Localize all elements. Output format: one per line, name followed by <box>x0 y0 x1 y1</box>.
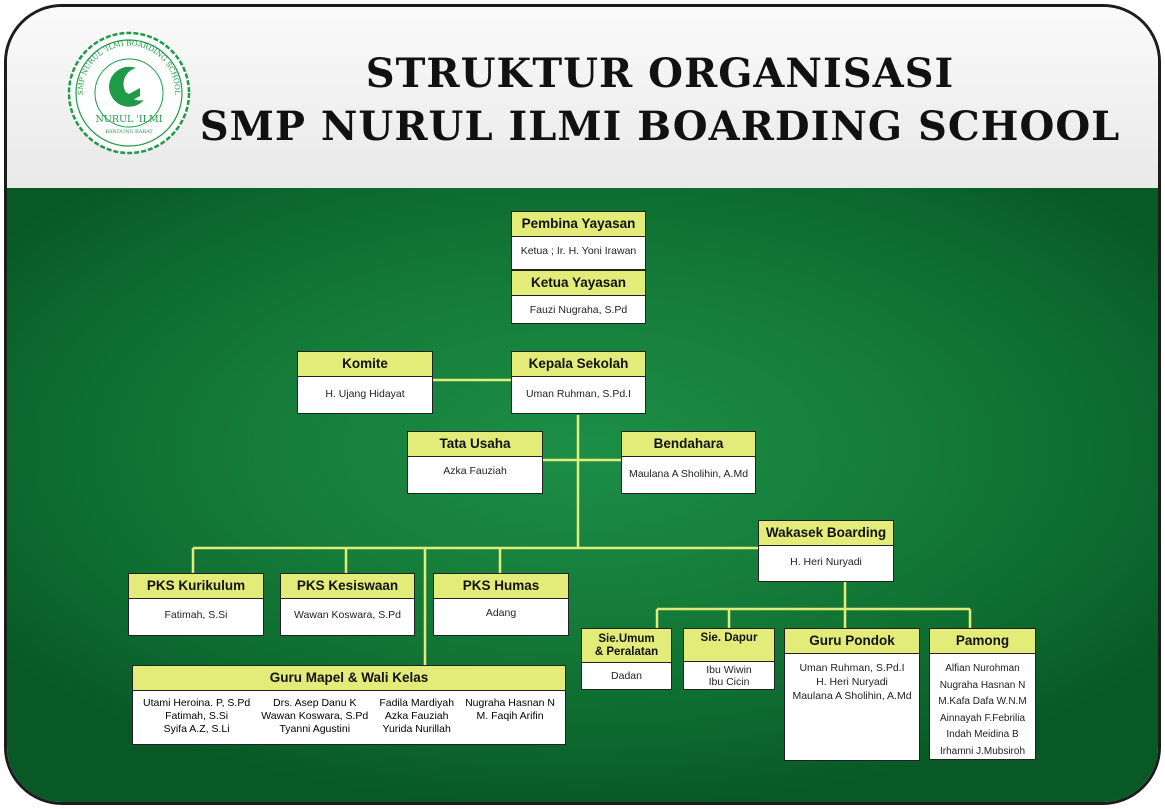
person-name: Azka Fauziah <box>384 710 449 722</box>
teacher-column: Fadila Mardiyah Azka Fauziah Yurida Nuri… <box>379 697 454 736</box>
box-title: Sie. Dapur <box>684 629 774 662</box>
person-name: Tyanni Agustini <box>279 723 351 735</box>
box-bendahara: Bendahara Maulana A Sholihin, A.Md <box>621 431 756 494</box>
person-name: Uman Ruhman, S.Pd.I <box>799 662 905 674</box>
crescent-icon <box>109 66 144 107</box>
box-title: Ketua Yayasan <box>512 271 645 296</box>
person-name: Wawan Koswara, S.Pd <box>294 609 401 621</box>
person-name: M.Kafa Dafa W.N.M <box>938 696 1027 707</box>
person-name: Fauzi Nugraha, S.Pd <box>529 304 628 316</box>
person-name: M. Faqih Arifin <box>476 710 544 722</box>
person-name: H. Heri Nuryadi <box>816 676 888 688</box>
teacher-column: Utami Heroina. P, S.Pd Fatimah, S.Si Syi… <box>143 697 250 736</box>
box-title: PKS Kesiswaan <box>281 574 414 599</box>
person-name: Maulana A Sholihin, A.Md <box>628 468 749 480</box>
box-pamong: Pamong Alfian Nurohman Nugraha Hasnan N … <box>929 628 1036 760</box>
book-icon <box>118 88 140 102</box>
box-ketua-yayasan: Ketua Yayasan Fauzi Nugraha, S.Pd <box>511 270 646 324</box>
person-name: Wawan Koswara, S.Pd <box>261 710 369 722</box>
logo-place: BANDUNG BARAT <box>105 129 153 135</box>
page-subtitle: SMP NURUL ILMI BOARDING SCHOOL <box>199 103 1121 150</box>
box-title: Guru Mapel & Wali Kelas <box>133 666 565 691</box>
box-title: Kepala Sekolah <box>512 352 645 377</box>
box-pembina-yayasan: Pembina Yayasan Ketua ; Ir. H. Yoni Iraw… <box>511 211 646 270</box>
person-name: H. Ujang Hidayat <box>325 388 405 400</box>
box-guru-pondok: Guru Pondok Uman Ruhman, S.Pd.I H. Heri … <box>784 628 920 761</box>
person-name: Utami Heroina. P, S.Pd <box>143 697 251 709</box>
box-title: Bendahara <box>622 432 755 457</box>
box-wakasek-boarding: Wakasek Boarding H. Heri Nuryadi <box>758 520 894 582</box>
header-band <box>7 7 1158 188</box>
guru-mapel-columns: Utami Heroina. P, S.Pd Fatimah, S.Si Syi… <box>133 691 565 736</box>
box-title: Guru Pondok <box>785 629 919 654</box>
box-pks-humas: PKS Humas Adang <box>433 573 569 636</box>
person-name: Ainnayah F.Febrilia <box>939 712 1026 724</box>
box-title: Komite <box>298 352 432 377</box>
box-kepala-sekolah: Kepala Sekolah Uman Ruhman, S.Pd.I <box>511 351 646 414</box>
box-title-line: Sie.Umum <box>598 633 655 645</box>
person-name: Fatimah, S.Si <box>165 710 229 722</box>
box-title: PKS Humas <box>434 574 568 599</box>
box-title: PKS Kurikulum <box>129 574 263 599</box>
person-name: H. Heri Nuryadi <box>790 556 862 568</box>
box-title: Tata Usaha <box>408 432 542 457</box>
box-title: Sie.Umum & Peralatan <box>582 629 671 663</box>
box-title: Pembina Yayasan <box>512 212 645 237</box>
box-sie-umum: Sie.Umum & Peralatan Dadan <box>581 628 672 690</box>
person-name: Maulana A Sholihin, A.Md <box>792 690 912 702</box>
school-logo: SMP NURUL 'ILMI BOARDING SCHOOL NURUL 'I… <box>67 31 191 155</box>
box-sie-dapur: Sie. Dapur Ibu Wiwin Ibu Cicin <box>683 628 775 690</box>
person-name: Nugraha Hasnan N <box>465 697 555 709</box>
person-name: Uman Ruhman, S.Pd.I <box>525 388 632 400</box>
person-name: Adang <box>485 607 517 619</box>
box-title: Pamong <box>930 629 1035 654</box>
person-name: Ibu Wiwin <box>706 664 752 676</box>
person-name: Ibu Cicin <box>708 676 750 688</box>
person-name: Alfian Nurohman <box>945 663 1020 674</box>
person-name: Irhamni J.Mubsiroh <box>939 745 1026 757</box>
person-name: Syifa A.Z, S.Li <box>163 723 230 735</box>
person-name: Ketua ; Ir. H. Yoni Irawan <box>520 245 637 257</box>
box-title: Wakasek Boarding <box>759 521 893 546</box>
box-guru-mapel: Guru Mapel & Wali Kelas Utami Heroina. P… <box>132 665 566 745</box>
teacher-column: Nugraha Hasnan N M. Faqih Arifin <box>465 697 555 736</box>
box-komite: Komite H. Ujang Hidayat <box>297 351 433 414</box>
person-name: Drs. Asep Danu K <box>273 697 357 709</box>
box-pks-kurikulum: PKS Kurikulum Fatimah, S.Si <box>128 573 264 636</box>
person-name: Fadila Mardiyah <box>379 697 455 709</box>
person-name: Indah Meidina B <box>946 729 1019 740</box>
box-pks-kesiswaan: PKS Kesiswaan Wawan Koswara, S.Pd <box>280 573 415 636</box>
teacher-column: Drs. Asep Danu K Wawan Koswara, S.Pd Tya… <box>261 697 368 736</box>
box-title-line: & Peralatan <box>594 646 659 658</box>
person-name: Azka Fauziah <box>443 465 507 477</box>
logo-name: NURUL 'ILMI <box>96 114 163 125</box>
box-tata-usaha: Tata Usaha Azka Fauziah <box>407 431 543 494</box>
person-name: Fatimah, S.Si <box>164 609 228 621</box>
page-title: STRUKTUR ORGANISASI <box>365 50 955 97</box>
person-name: Yurida Nurillah <box>382 723 451 735</box>
person-name: Dadan <box>611 670 642 682</box>
person-name: Nugraha Hasnan N <box>939 679 1026 691</box>
